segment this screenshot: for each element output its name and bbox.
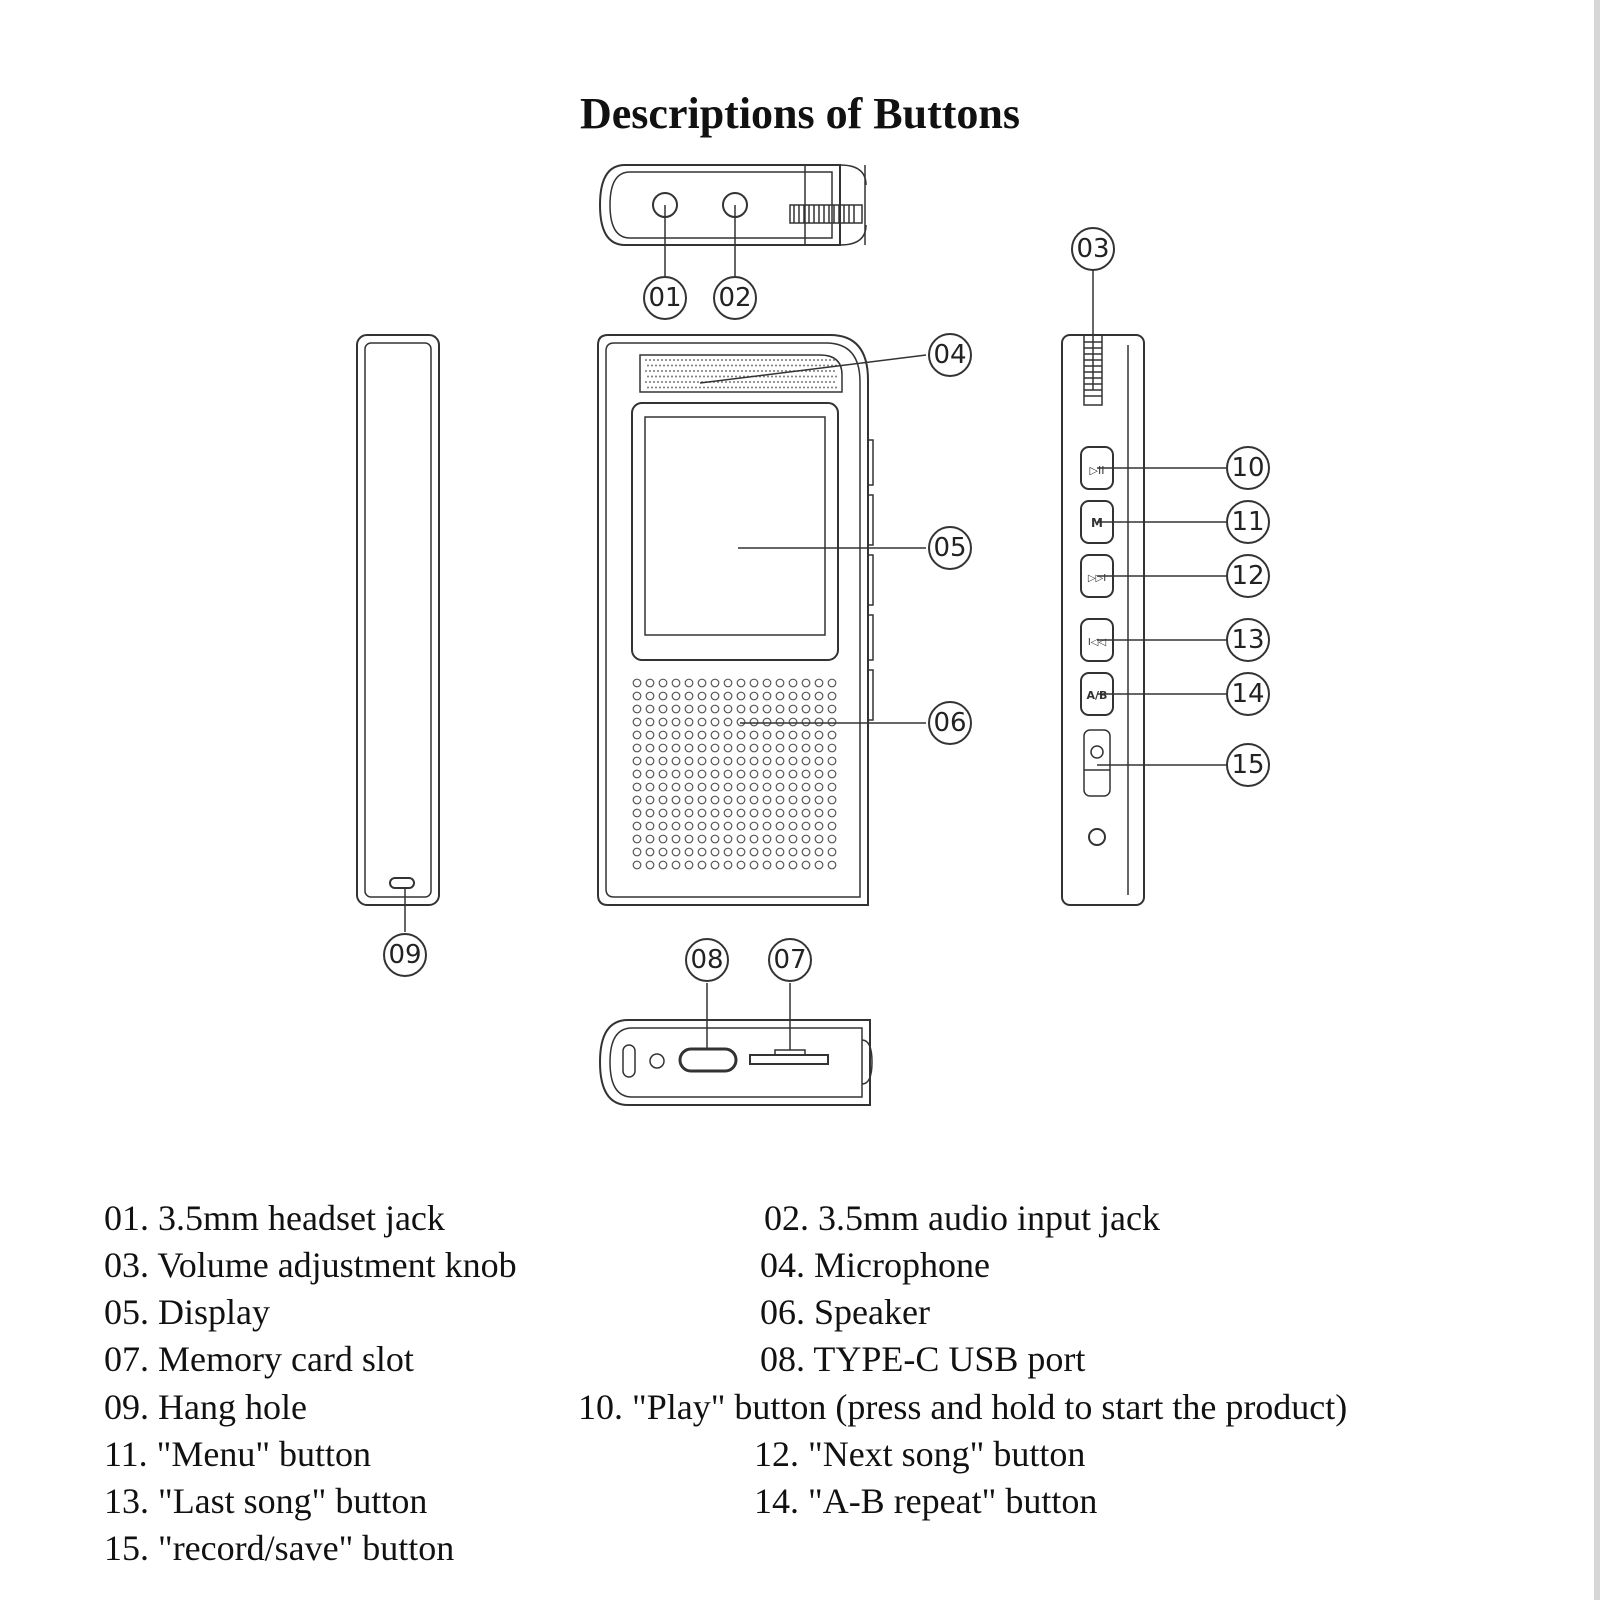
callout-09: 09 <box>388 940 421 970</box>
callout-08: 08 <box>690 945 723 975</box>
memory-card-slot-icon <box>749 1049 829 1065</box>
callout-bubbles <box>383 227 1270 982</box>
leader-lines <box>404 205 1226 1050</box>
microphone-grille <box>639 354 843 393</box>
callout-01: 01 <box>648 283 681 313</box>
bottom-view <box>598 1019 873 1106</box>
callout-07: 07 <box>773 945 806 975</box>
hang-hole-icon <box>389 877 415 889</box>
callout-02: 02 <box>718 283 751 313</box>
callout-10: 10 <box>1231 453 1264 483</box>
play-button-icon: ▷II <box>1090 464 1105 477</box>
mic-hole-icon <box>1088 828 1106 846</box>
menu-button-icon: M <box>1091 516 1103 530</box>
callout-13: 13 <box>1231 625 1264 655</box>
right-side-view: ▷II M ▷▷I I◁◁ A/B <box>1061 334 1145 906</box>
callout-15: 15 <box>1231 750 1264 780</box>
left-side-view <box>356 334 440 906</box>
callout-14: 14 <box>1231 679 1264 709</box>
volume-knob-icon <box>789 204 863 224</box>
callout-06: 06 <box>933 708 966 738</box>
callout-05: 05 <box>933 533 966 563</box>
page-title: Descriptions of Buttons <box>579 89 1021 138</box>
display-screen <box>631 402 839 661</box>
callout-11: 11 <box>1231 507 1264 537</box>
callout-03: 03 <box>1076 234 1109 264</box>
usb-c-port-icon <box>678 1047 738 1073</box>
top-view <box>598 164 867 246</box>
callout-04: 04 <box>933 340 966 370</box>
next-song-button-icon: ▷▷I <box>1088 573 1106 584</box>
speaker-grille <box>632 678 837 870</box>
callout-12: 12 <box>1231 561 1264 591</box>
ab-repeat-button-icon: A/B <box>1087 689 1108 702</box>
last-song-button-icon: I◁◁ <box>1088 637 1107 648</box>
front-view <box>597 334 874 906</box>
record-switch-icon <box>1083 729 1111 797</box>
right-edge-shadow <box>1594 0 1600 1600</box>
